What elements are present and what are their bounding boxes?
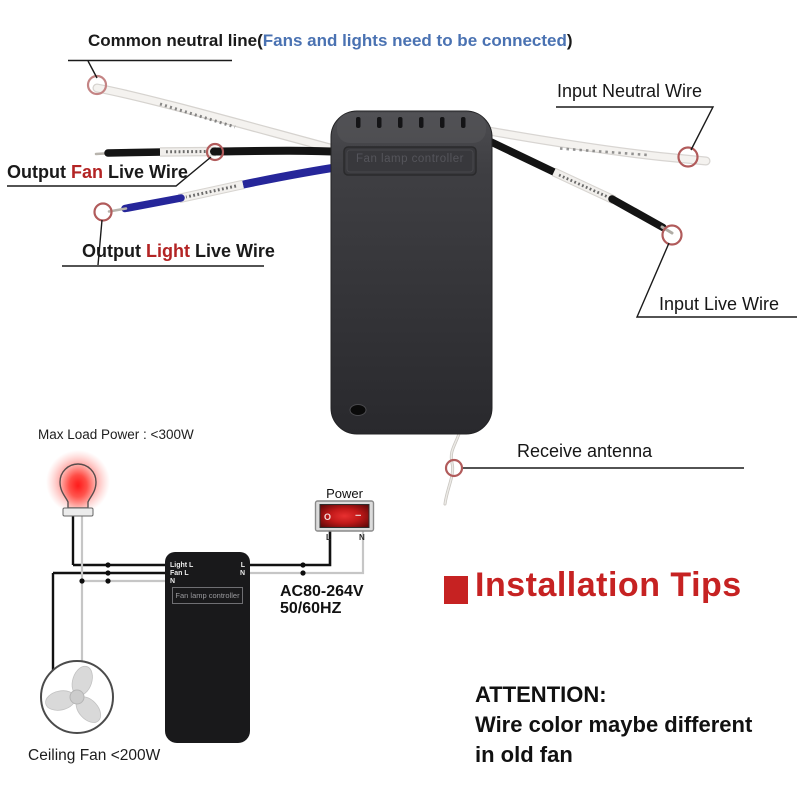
box-terminal-light-l: Light L <box>170 561 194 569</box>
output-light-accent: Light <box>145 241 190 261</box>
device-embossed-label: Fan lamp controller <box>356 153 464 165</box>
box-terminal-n-right: N <box>239 569 245 577</box>
output-light-label: Output Light Live Wire <box>82 241 275 262</box>
installation-tips-title: Installation Tips <box>475 566 742 604</box>
junction-dots <box>79 562 306 584</box>
attention-line1: Wire color maybe different <box>475 712 753 737</box>
output-fan-wire <box>94 146 349 157</box>
box-terminal-l-right: L <box>240 561 245 569</box>
device-vents <box>356 117 466 128</box>
voltage-label: AC80-264V 50/60HZ <box>280 583 364 617</box>
fan-icon <box>40 660 114 734</box>
common-neutral-wire <box>92 83 350 157</box>
device-hole <box>349 404 367 416</box>
attention-block: ATTENTION: Wire color maybe different in… <box>475 680 752 770</box>
attention-line2: in old fan <box>475 742 573 767</box>
ceiling-fan-label: Ceiling Fan <200W <box>28 747 161 764</box>
output-fan-pointer <box>7 156 212 187</box>
box-terminal-n-left: N <box>170 577 176 585</box>
common-neutral-prefix: Common neutral line( <box>88 31 263 50</box>
input-live-pointer <box>635 242 797 318</box>
marker-common-neutral-icon <box>86 74 108 96</box>
controller-box-schematic: Light L Fan L N L N Fan lamp controller <box>165 552 250 743</box>
rocker-on-glyph: − <box>355 510 361 522</box>
red-square-bullet-icon <box>444 576 468 604</box>
marker-input-neutral-icon <box>677 146 699 168</box>
voltage-line1: AC80-264V <box>280 583 364 600</box>
common-neutral-pointer2 <box>87 60 98 79</box>
voltage-line2: 50/60HZ <box>280 600 342 617</box>
max-load-label: Max Load Power : <300W <box>38 427 194 442</box>
output-fan-accent: Fan <box>70 162 103 182</box>
input-neutral-pointer <box>556 106 715 151</box>
receive-antenna-label: Receive antenna <box>517 441 653 461</box>
antenna-wire <box>443 426 463 506</box>
output-fan-label: Output Fan Live Wire <box>7 162 188 183</box>
controller-device <box>330 110 493 435</box>
input-neutral-label: Input Neutral Wire <box>557 81 703 101</box>
input-neutral-wire <box>478 125 711 166</box>
common-neutral-label: Common neutral line(Fans and lights need… <box>88 31 573 51</box>
output-fan-post: Live Wire <box>103 162 188 182</box>
input-live-label: Input Live Wire <box>659 294 780 314</box>
input-live-wire <box>483 136 674 235</box>
marker-output-fan-icon <box>205 142 225 162</box>
output-light-pre: Output <box>82 241 146 261</box>
controller-box-label: Fan lamp controller <box>172 587 243 604</box>
schematic-wires <box>51 516 365 670</box>
output-fan-pre: Output <box>7 162 71 182</box>
light-bulb-icon <box>46 450 110 517</box>
attention-heading: ATTENTION: <box>475 682 607 707</box>
power-switch: O − L N <box>314 500 375 542</box>
marker-input-live-icon <box>661 224 683 246</box>
rocker-off-glyph: O <box>324 512 331 522</box>
marker-output-light-icon <box>93 202 113 222</box>
output-light-post: Live Wire <box>189 241 275 261</box>
output-light-pointer <box>97 219 103 266</box>
marker-antenna-icon <box>444 458 464 478</box>
switch-terminal-l: L <box>326 533 331 542</box>
power-switch-label: Power <box>326 486 363 501</box>
box-terminal-fan-l: Fan L <box>170 569 189 577</box>
switch-terminal-n: N <box>359 533 365 542</box>
common-neutral-suffix: ) <box>566 31 573 50</box>
common-neutral-highlight: Fans and lights need to be connected <box>262 31 567 50</box>
